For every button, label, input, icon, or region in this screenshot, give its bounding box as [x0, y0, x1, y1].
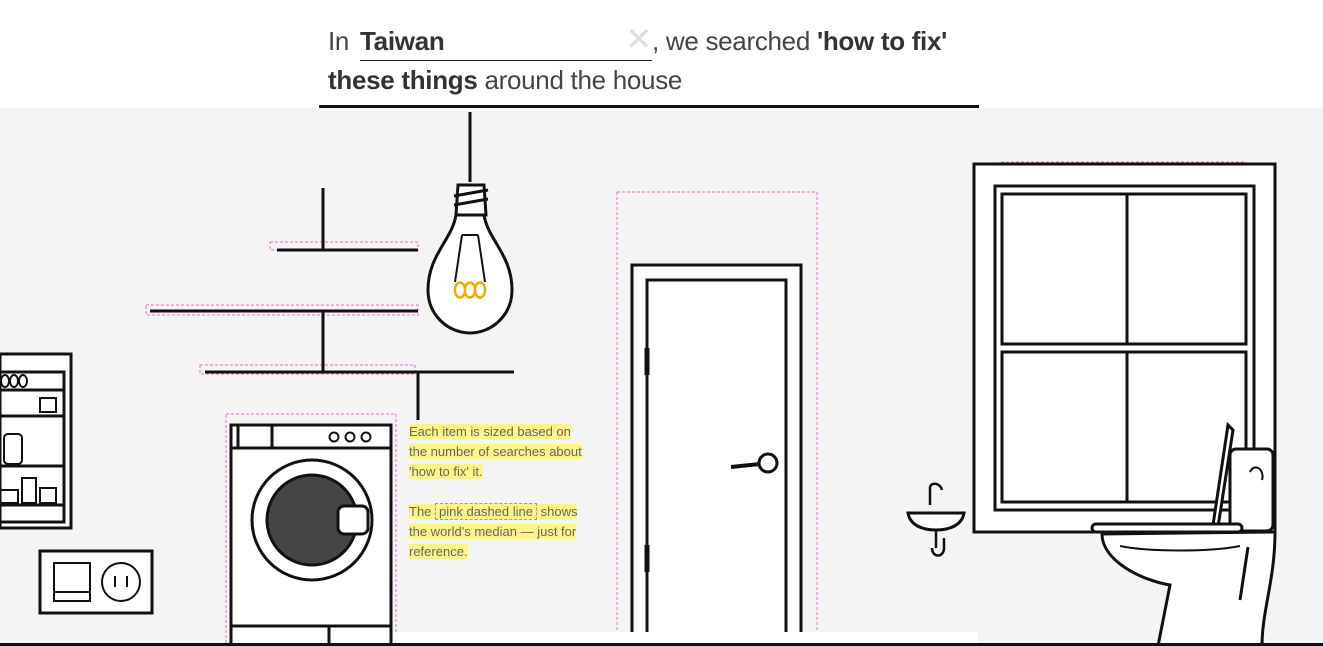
headline: In Taiwan ✕, we searched 'how to fix' the… — [328, 21, 978, 99]
floor-gap — [393, 632, 978, 646]
note-median-prefix: The — [409, 504, 432, 519]
note-median-suffix: shows the world's median — just for refe… — [409, 504, 578, 559]
door-item[interactable] — [616, 191, 818, 646]
headline-middle: , we searched — [652, 26, 810, 56]
toilet-item[interactable] — [1090, 421, 1277, 646]
headline-bold-phrase-2: these things — [328, 65, 478, 95]
light-bulb-item[interactable] — [426, 112, 514, 335]
note-sizing: Each item is sized based on the number o… — [409, 424, 582, 479]
shelf-item[interactable] — [145, 188, 514, 420]
close-icon[interactable]: ✕ — [625, 21, 653, 57]
median-legend: pink dashed line — [435, 503, 537, 520]
headline-prefix: In — [328, 26, 350, 56]
house-scene — [0, 108, 1323, 646]
cabinet-item[interactable] — [0, 352, 73, 530]
floor-line — [0, 643, 1323, 646]
explanation-note: Each item is sized based on the number o… — [409, 422, 584, 562]
headline-suffix: around the house — [484, 65, 683, 95]
header-divider — [319, 105, 979, 108]
outlet-switch-item[interactable] — [38, 549, 154, 615]
sink-item[interactable] — [906, 482, 966, 557]
country-selector[interactable]: Taiwan ✕ — [360, 21, 653, 61]
headline-bold-phrase: 'how to fix' — [816, 26, 948, 56]
washing-machine-item[interactable] — [225, 413, 397, 646]
country-value: Taiwan — [360, 26, 445, 56]
